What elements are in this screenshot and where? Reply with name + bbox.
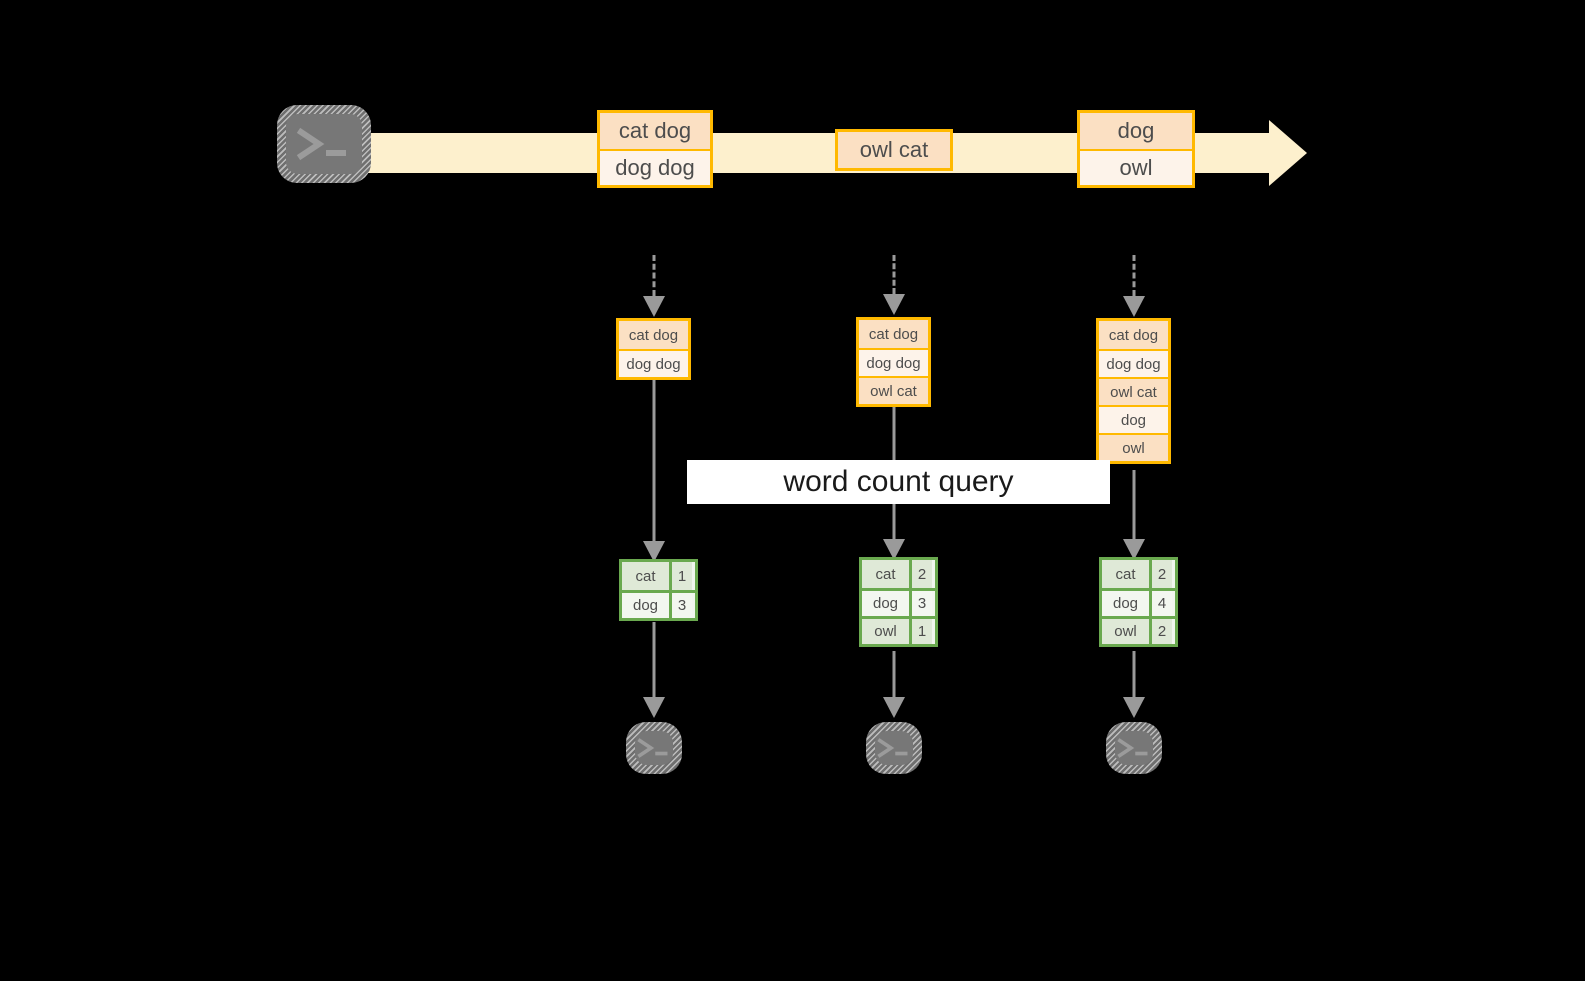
snapshot-row: dog dog: [859, 348, 928, 376]
connector-arrowhead: [883, 294, 905, 315]
table-cell-count: 1: [669, 562, 692, 590]
table-row: cat 2: [862, 560, 935, 588]
snapshot-row: dog: [1099, 405, 1168, 433]
table-cell-word: dog: [862, 591, 909, 616]
connector-snapshot-3-to-result: [1123, 470, 1145, 560]
sink-terminal-1[interactable]: [626, 722, 682, 774]
sink-terminal-3[interactable]: [1106, 722, 1162, 774]
snapshot-row: cat dog: [859, 320, 928, 348]
prompt-icon: [877, 738, 908, 758]
terminal-screen: [286, 114, 362, 174]
snapshot-row: dog dog: [1099, 349, 1168, 377]
result-table-2: cat 2 dog 3 owl 1: [859, 557, 938, 647]
table-cell-count: 2: [1149, 560, 1172, 588]
terminal-screen: [635, 731, 673, 765]
table-row: owl 2: [1102, 616, 1175, 644]
prompt-icon: [637, 738, 668, 758]
table-cell-count: 3: [669, 593, 692, 618]
snapshot-row: owl cat: [859, 376, 928, 404]
connector-arrowhead: [1123, 697, 1145, 718]
snapshot-2: cat dog dog dog owl cat: [856, 317, 931, 407]
connector-result-2-to-sink: [883, 651, 905, 718]
table-cell-word: cat: [1102, 560, 1149, 588]
query-label-band: word count query: [687, 460, 1110, 504]
table-row: owl 1: [862, 616, 935, 644]
table-cell-word: owl: [1102, 619, 1149, 644]
table-cell-count: 2: [1149, 619, 1172, 644]
connector-result-1-to-sink: [643, 622, 665, 718]
connector-line: [892, 651, 896, 697]
connector-line: [1132, 651, 1136, 697]
connector-stream-to-snapshot-1: [643, 255, 665, 317]
connector-line: [652, 380, 656, 541]
record-row: owl: [1080, 149, 1192, 185]
connector-stream-to-snapshot-2: [883, 255, 905, 315]
table-cell-count: 4: [1149, 591, 1172, 616]
table-cell-count: 1: [909, 619, 932, 644]
connector-arrowhead: [883, 697, 905, 718]
connector-line: [652, 622, 656, 697]
stream-arrow-head: [1269, 120, 1307, 186]
table-row: dog 3: [862, 588, 935, 616]
table-row: cat 2: [1102, 560, 1175, 588]
record-row: dog: [1080, 113, 1192, 149]
connector-arrowhead: [643, 541, 665, 562]
connector-snapshot-1-to-result: [643, 380, 665, 562]
snapshot-3: cat dog dog dog owl cat dog owl: [1096, 318, 1171, 464]
table-cell-word: owl: [862, 619, 909, 644]
connector-arrowhead: [883, 539, 905, 560]
connector-arrowhead: [1123, 296, 1145, 317]
connector-line: [1132, 255, 1136, 296]
sink-terminal-2[interactable]: [866, 722, 922, 774]
connector-arrowhead: [1123, 539, 1145, 560]
table-cell-word: cat: [622, 562, 669, 590]
table-row: dog 4: [1102, 588, 1175, 616]
result-table-1: cat 1 dog 3: [619, 559, 698, 621]
table-cell-word: dog: [1102, 591, 1149, 616]
table-row: cat 1: [622, 562, 695, 590]
table-cell-word: dog: [622, 593, 669, 618]
query-label-text: word count query: [783, 465, 1014, 498]
connector-line: [892, 255, 896, 294]
table-cell-word: cat: [862, 560, 909, 588]
stream-record-group-3: dog owl: [1077, 110, 1195, 188]
connector-result-3-to-sink: [1123, 651, 1145, 718]
terminal-screen: [1115, 731, 1153, 765]
stream-record-group-1: cat dog dog dog: [597, 110, 713, 188]
connector-arrowhead: [643, 296, 665, 317]
connector-line: [652, 255, 656, 296]
stream-record-group-2: owl cat: [835, 129, 953, 171]
record-row: dog dog: [600, 149, 710, 185]
terminal-screen: [875, 731, 913, 765]
table-cell-count: 2: [909, 560, 932, 588]
prompt-icon: [296, 127, 346, 161]
record-row: cat dog: [600, 113, 710, 149]
snapshot-row: cat dog: [1099, 321, 1168, 349]
source-terminal[interactable]: [277, 105, 371, 183]
result-table-3: cat 2 dog 4 owl 2: [1099, 557, 1178, 647]
record-row: owl cat: [838, 132, 950, 168]
snapshot-1: cat dog dog dog: [616, 318, 691, 380]
snapshot-row: owl cat: [1099, 377, 1168, 405]
connector-line: [1132, 470, 1136, 539]
table-cell-count: 3: [909, 591, 932, 616]
prompt-icon: [1117, 738, 1148, 758]
snapshot-row: cat dog: [619, 321, 688, 349]
connector-stream-to-snapshot-3: [1123, 255, 1145, 317]
connector-arrowhead: [643, 697, 665, 718]
table-row: dog 3: [622, 590, 695, 618]
snapshot-row: owl: [1099, 433, 1168, 461]
snapshot-row: dog dog: [619, 349, 688, 377]
